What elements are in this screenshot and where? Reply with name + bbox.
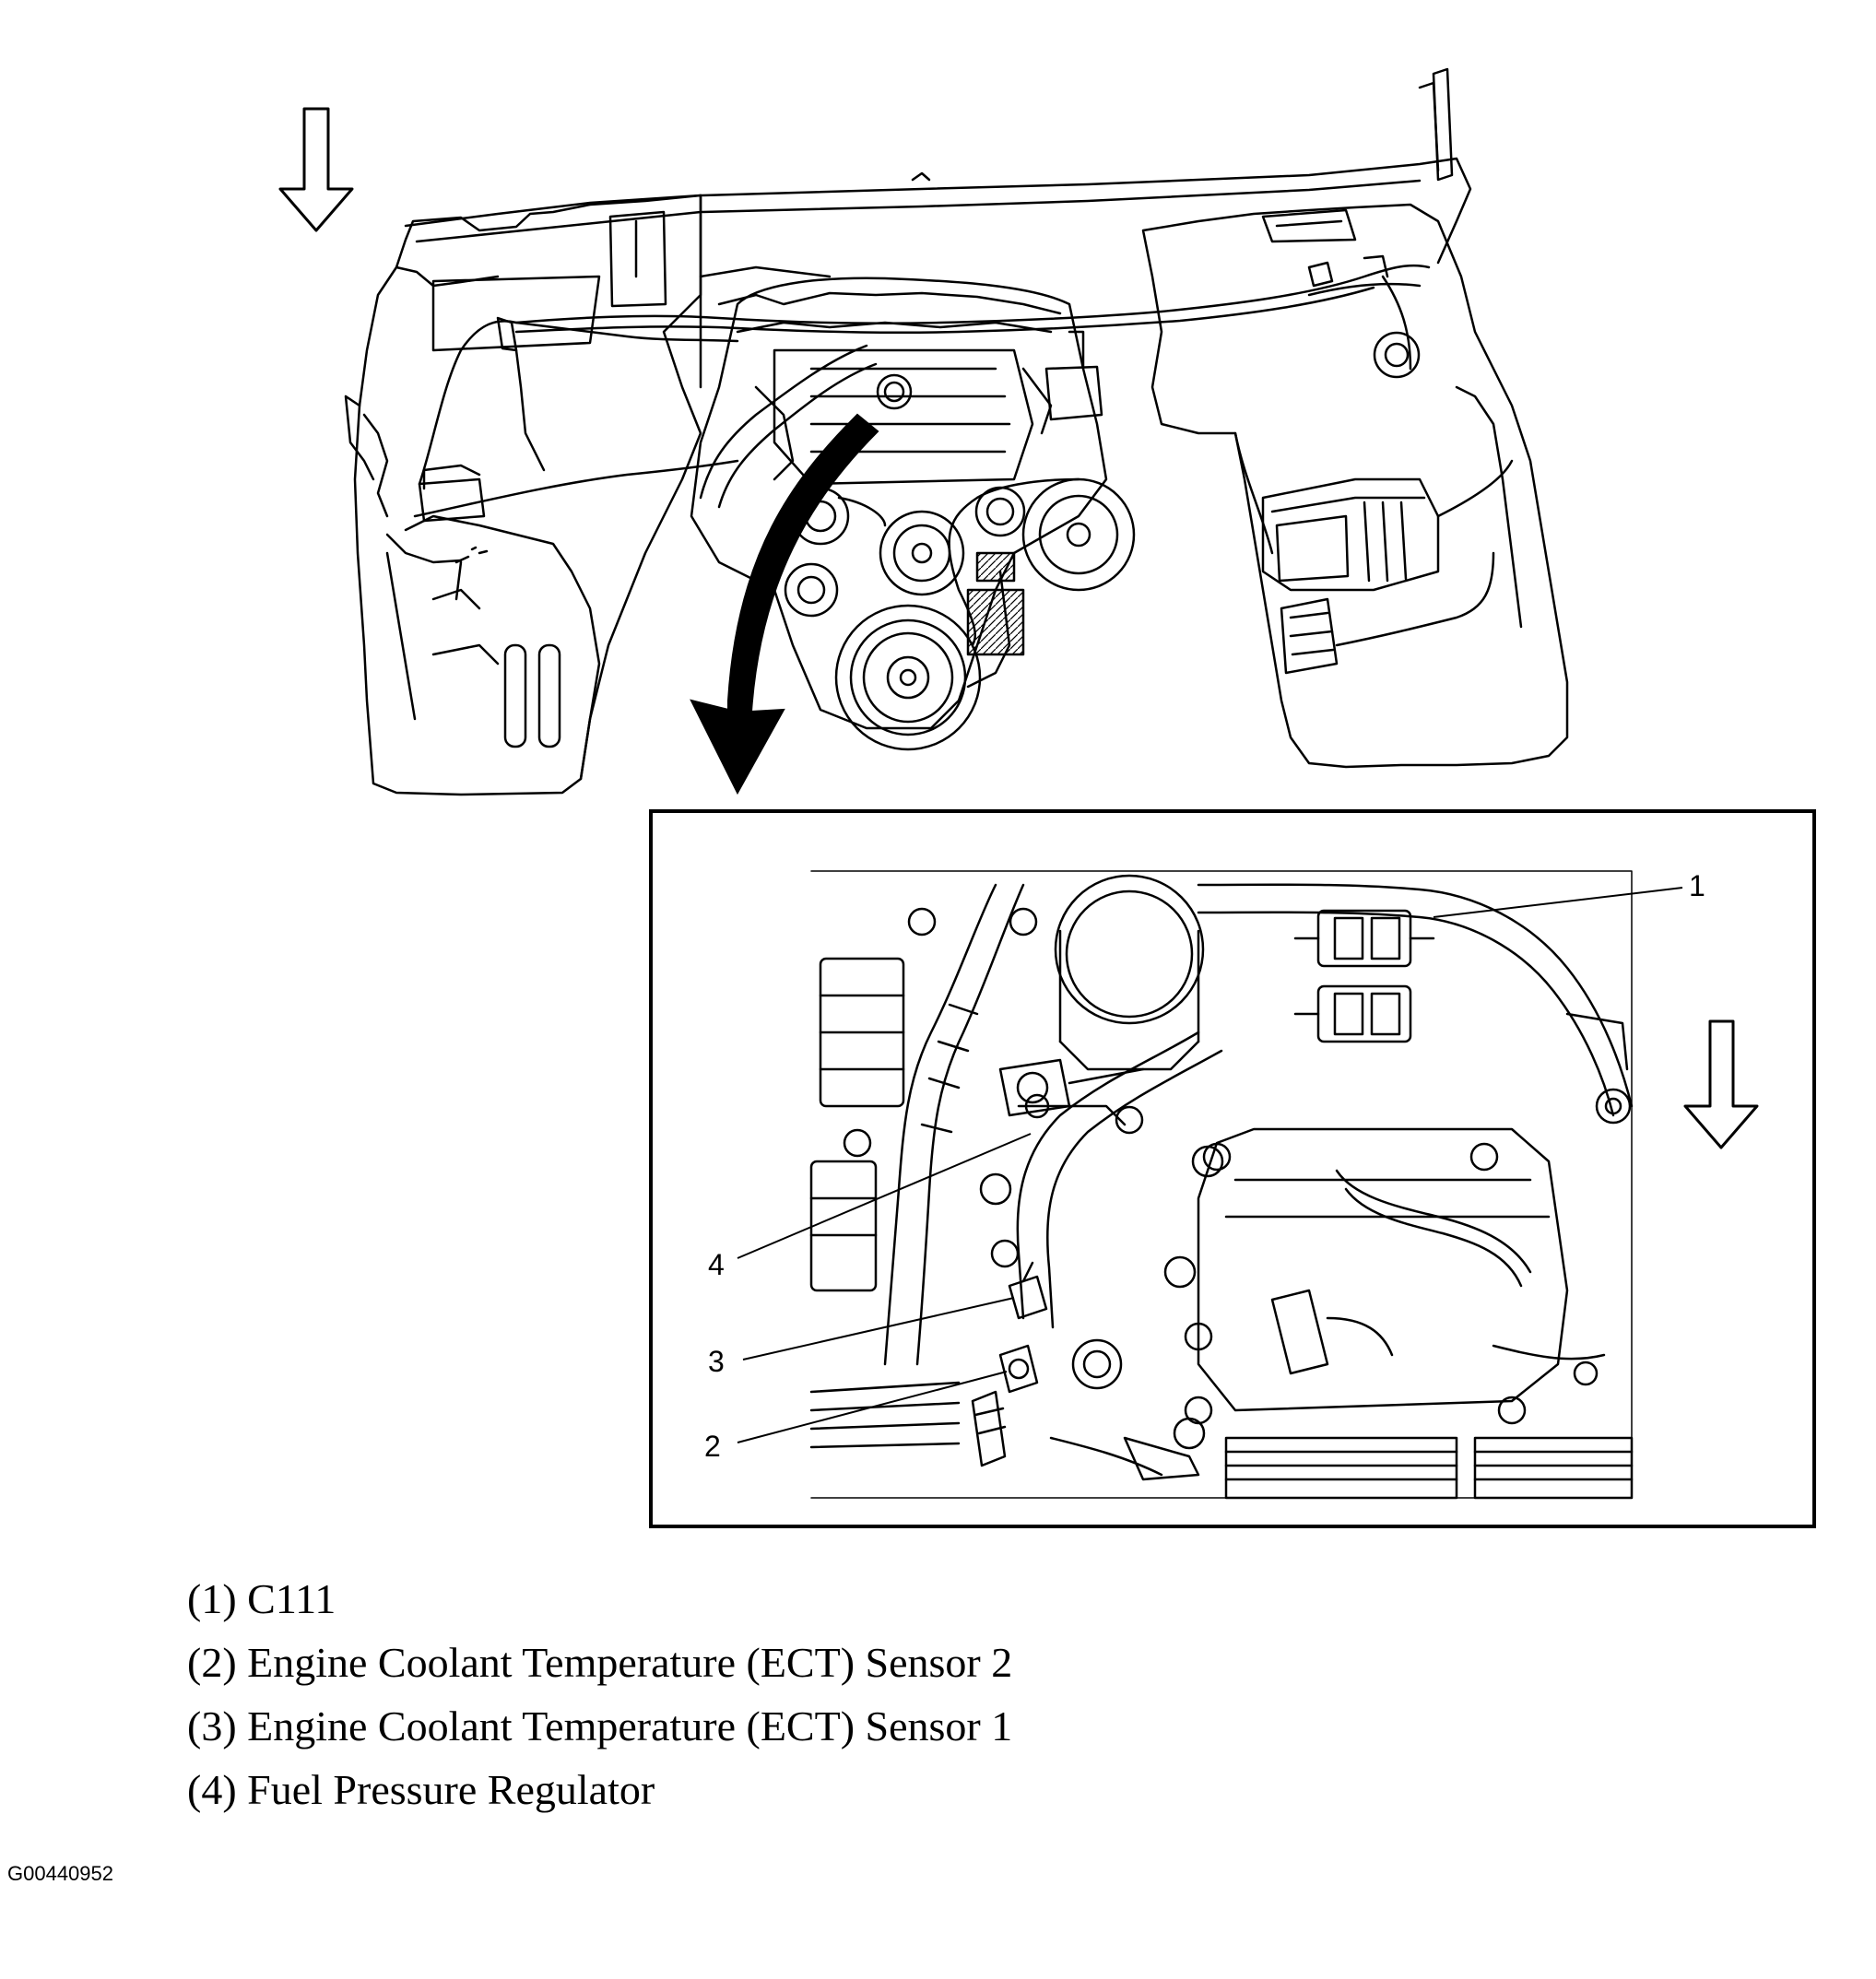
- cowl-panel: [404, 157, 1472, 265]
- throttle-body: [1054, 874, 1205, 1071]
- view-direction-arrow-icon: [278, 107, 354, 232]
- engine-assembly: [690, 277, 1136, 751]
- overview-view: [278, 67, 1569, 796]
- crankshaft-pulley: [834, 604, 982, 751]
- c111-connector: [1293, 909, 1435, 1043]
- left-inner-fender: [353, 194, 702, 796]
- ect-sensor-1: [1008, 1261, 1048, 1320]
- compressor-pulley: [1224, 1436, 1458, 1500]
- ect-sensor-2: [971, 1344, 1039, 1467]
- callout-2-leader: [737, 1371, 1008, 1443]
- engine-harness: [883, 883, 997, 1366]
- detail-inset-frame: [649, 809, 1816, 1528]
- legend-item-2: (2) Engine Coolant Temperature (ECT) Sen…: [187, 1639, 1013, 1686]
- figure-id: G00440952: [7, 1862, 113, 1885]
- callout-3-number: 3: [708, 1345, 725, 1378]
- right-inner-fender: [1141, 203, 1569, 769]
- ac-compressor: [1184, 1127, 1569, 1425]
- callout-4-number: 4: [708, 1248, 725, 1281]
- main-wiring-harness: [514, 264, 1431, 325]
- legend-item-3: (3) Engine Coolant Temperature (ECT) Sen…: [187, 1702, 1013, 1749]
- callout-4-leader: [737, 1133, 1032, 1259]
- callout-legend: (1) C111 (2) Engine Coolant Temperature …: [187, 1567, 1012, 1821]
- callout-2-number: 2: [704, 1430, 721, 1463]
- engine-compartment-illustration: 1 4 3 2: [278, 67, 1816, 1528]
- fuel-pressure-regulator: [998, 1058, 1145, 1117]
- legend-item-1: (1) C111: [187, 1575, 336, 1622]
- callout-3-leader: [742, 1297, 1015, 1361]
- inset-direction-arrow-icon: [1683, 1019, 1759, 1149]
- zoom-detail-arrow-icon: [690, 413, 879, 795]
- callout-1-leader: [1433, 887, 1683, 918]
- upper-radiator-hose: [699, 344, 868, 500]
- detail-view: [809, 870, 1759, 1500]
- callout-1-number: 1: [1689, 869, 1705, 902]
- underhood-fuse-block: [1261, 477, 1440, 592]
- legend-item-4: (4) Fuel Pressure Regulator: [187, 1766, 655, 1813]
- adjacent-pulley: [1473, 1436, 1634, 1500]
